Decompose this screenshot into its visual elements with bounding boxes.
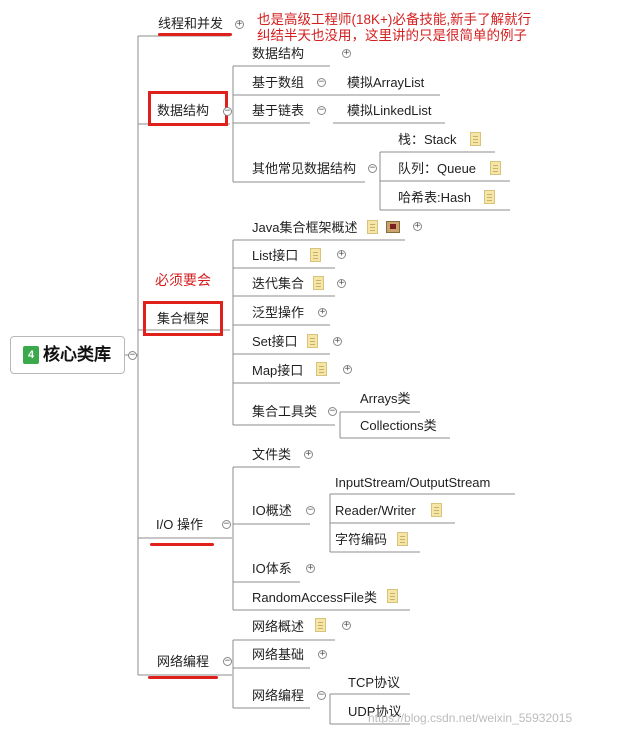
- annotation-line-1: 也是高级工程师(18K+)必备技能,新手了解就行: [257, 12, 532, 27]
- expand-toggle-coll-list[interactable]: +: [337, 249, 346, 259]
- expand-toggle-io-system[interactable]: +: [306, 563, 315, 573]
- expand-toggle-coll-map[interactable]: +: [343, 364, 352, 374]
- note-icon[interactable]: [367, 220, 378, 234]
- coll-overview-node[interactable]: Java集合框架概述: [252, 220, 358, 235]
- collapse-toggle-io[interactable]: −: [222, 519, 231, 529]
- coll-tools-node[interactable]: 集合工具类: [252, 404, 318, 419]
- expand-toggle-io-file[interactable]: +: [304, 449, 313, 459]
- coll-arrays-node[interactable]: Arrays类: [360, 391, 411, 406]
- collapse-toggle-io-overview[interactable]: −: [306, 505, 315, 515]
- root-label: 核心类库: [43, 345, 111, 364]
- io-stream-node[interactable]: InputStream/OutputStream: [335, 475, 491, 490]
- red-highlight-box-coll: [143, 301, 223, 336]
- collapse-toggle-coll-tools[interactable]: −: [328, 406, 337, 416]
- collapse-toggle-ds-linked[interactable]: −: [317, 105, 326, 115]
- collapse-toggle-ds-array[interactable]: −: [317, 77, 326, 87]
- ds-hash-node[interactable]: 哈希表:Hash: [398, 190, 471, 205]
- io-file-node[interactable]: 文件类: [252, 447, 292, 462]
- net-prog-node[interactable]: 网络编程: [252, 688, 305, 703]
- io-rw-node[interactable]: Reader/Writer: [335, 503, 416, 518]
- collapse-toggle-root[interactable]: −: [128, 350, 137, 360]
- note-icon[interactable]: [484, 190, 495, 204]
- collapse-toggle-net-prog[interactable]: −: [317, 690, 326, 700]
- ds-linked-node[interactable]: 基于链表: [252, 103, 305, 118]
- collapse-toggle-ds[interactable]: −: [223, 106, 232, 116]
- io-system-node[interactable]: IO体系: [252, 561, 292, 576]
- red-underline-net: [148, 676, 218, 679]
- ds-stack-node[interactable]: 栈：Stack: [398, 132, 457, 147]
- expand-toggle-net-overview[interactable]: +: [342, 620, 351, 630]
- branch-io[interactable]: I/O 操作: [156, 517, 203, 532]
- note-icon[interactable]: [387, 589, 398, 603]
- note-icon[interactable]: [313, 276, 324, 290]
- expand-toggle-ds-title[interactable]: +: [342, 48, 351, 58]
- ds-title-node[interactable]: 数据结构: [252, 46, 305, 61]
- ds-linkedlist-node[interactable]: 模拟LinkedList: [347, 103, 432, 118]
- coll-list-node[interactable]: List接口: [252, 248, 299, 263]
- watermark: https://blog.csdn.net/weixin_55932015: [368, 711, 573, 725]
- collapse-toggle-net[interactable]: −: [223, 656, 232, 666]
- note-icon[interactable]: [470, 132, 481, 146]
- branch-data-structures[interactable]: 数据结构: [157, 103, 210, 118]
- net-basics-node[interactable]: 网络基础: [252, 647, 305, 662]
- root-node[interactable]: 4 核心类库: [10, 336, 125, 374]
- collapse-toggle-ds-other[interactable]: −: [368, 163, 377, 173]
- coll-set-node[interactable]: Set接口: [252, 334, 298, 349]
- net-udp-node[interactable]: UDP协议: [348, 704, 402, 719]
- note-icon[interactable]: [310, 248, 321, 262]
- note-icon[interactable]: [431, 503, 442, 517]
- annotation-must-know: 必须要会: [155, 272, 211, 288]
- ds-other-node[interactable]: 其他常见数据结构: [252, 161, 357, 176]
- note-icon[interactable]: [307, 334, 318, 348]
- expand-toggle-coll-generic[interactable]: +: [318, 307, 327, 317]
- note-icon[interactable]: [315, 618, 326, 632]
- io-raf-node[interactable]: RandomAccessFile类: [252, 590, 377, 605]
- expand-toggle-coll-set[interactable]: +: [333, 336, 342, 346]
- expand-toggle-coll-iter[interactable]: +: [337, 278, 346, 288]
- red-underline-io: [150, 543, 214, 546]
- expand-toggle-coll-overview[interactable]: +: [413, 221, 422, 231]
- io-enc-node[interactable]: 字符编码: [335, 532, 388, 547]
- coll-generic-node[interactable]: 泛型操作: [252, 305, 305, 320]
- red-underline-thread: [158, 33, 232, 36]
- expand-toggle-net-basics[interactable]: +: [318, 649, 327, 659]
- annotation-line-2: 纠结半天也没用，这里讲的只是很简单的例子: [257, 28, 527, 43]
- coll-collections-node[interactable]: Collections类: [360, 418, 437, 433]
- note-icon[interactable]: [397, 532, 408, 546]
- expand-toggle-thread[interactable]: +: [235, 19, 244, 29]
- branch-network[interactable]: 网络编程: [157, 654, 210, 669]
- ds-queue-node[interactable]: 队列：Queue: [398, 161, 477, 176]
- ds-array-node[interactable]: 基于数组: [252, 75, 305, 90]
- branch-collections[interactable]: 集合框架: [157, 311, 210, 326]
- branch-thread[interactable]: 线程和并发: [158, 16, 224, 31]
- note-icon[interactable]: [490, 161, 501, 175]
- io-overview-node[interactable]: IO概述: [252, 503, 292, 518]
- net-overview-node[interactable]: 网络概述: [252, 619, 305, 634]
- image-icon[interactable]: [386, 221, 400, 233]
- net-tcp-node[interactable]: TCP协议: [348, 675, 401, 690]
- note-icon[interactable]: [316, 362, 327, 376]
- coll-map-node[interactable]: Map接口: [252, 363, 304, 378]
- priority-badge: 4: [23, 346, 39, 364]
- coll-iter-node[interactable]: 迭代集合: [252, 276, 305, 291]
- ds-arraylist-node[interactable]: 模拟ArrayList: [347, 75, 425, 90]
